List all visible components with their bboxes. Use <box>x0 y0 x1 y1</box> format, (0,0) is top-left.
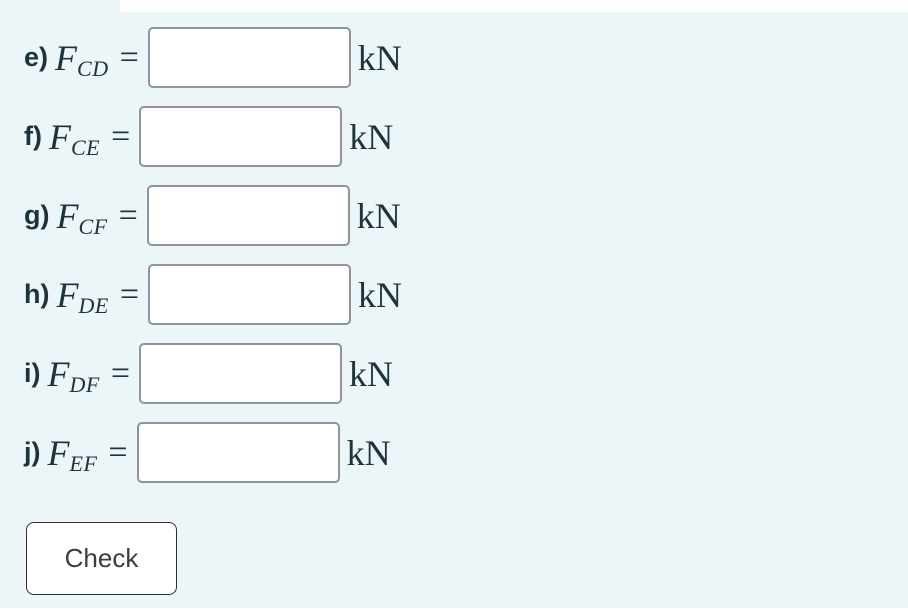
force-subscript: DF <box>69 371 100 397</box>
unit-label: kN <box>358 274 402 315</box>
force-symbol-fce: FCE <box>48 116 101 160</box>
force-input-fcd[interactable] <box>147 27 351 88</box>
force-input-fcf[interactable] <box>146 185 350 246</box>
force-subscript: CD <box>77 55 109 81</box>
force-subscript: CE <box>70 134 101 160</box>
force-input-fce[interactable] <box>139 106 343 167</box>
unit-label: kN <box>349 116 394 157</box>
bottom-content-edge <box>0 608 908 610</box>
item-label-h: h) <box>24 279 50 309</box>
item-label-i: i) <box>24 358 41 388</box>
unit-label: kN <box>349 353 394 394</box>
unit-label: kN <box>346 432 391 473</box>
unit-label: kN <box>356 195 401 236</box>
force-row-fce: f) FCE = kN <box>24 106 908 167</box>
check-button[interactable]: Check <box>26 522 177 595</box>
force-symbol-fde: FDE <box>56 274 109 318</box>
answer-form: e) FCD = kN f) FCE = kN g) FCF = kN h) F… <box>24 27 908 595</box>
force-row-fcd: e) FCD = kN <box>24 27 908 88</box>
item-label-f: f) <box>24 121 42 151</box>
equals-sign: = <box>118 196 138 234</box>
item-label-e: e) <box>24 42 49 72</box>
unit-label: kN <box>357 37 402 78</box>
force-row-fdf: i) FDF = kN <box>24 343 908 404</box>
equals-sign: = <box>110 354 131 392</box>
force-symbol-fcf: FCF <box>56 195 108 239</box>
item-label-j: j) <box>24 437 41 467</box>
force-subscript: EF <box>69 450 98 476</box>
force-symbol-fef: FEF <box>47 432 98 476</box>
force-input-fdf[interactable] <box>139 343 343 404</box>
force-input-fde[interactable] <box>148 264 351 325</box>
item-label-g: g) <box>24 200 50 230</box>
force-symbol-fdf: FDF <box>47 353 100 397</box>
equals-sign: = <box>119 275 139 313</box>
equals-sign: = <box>119 38 139 76</box>
equals-sign: = <box>108 433 128 471</box>
force-subscript: CF <box>78 213 108 239</box>
force-subscript: DE <box>78 292 109 318</box>
force-row-fde: h) FDE = kN <box>24 264 908 325</box>
force-row-fcf: g) FCF = kN <box>24 185 908 246</box>
equals-sign: = <box>111 117 131 155</box>
force-symbol-fcd: FCD <box>55 37 109 81</box>
top-content-edge <box>120 0 908 12</box>
force-input-fef[interactable] <box>136 422 340 483</box>
force-row-fef: j) FEF = kN <box>24 422 908 483</box>
